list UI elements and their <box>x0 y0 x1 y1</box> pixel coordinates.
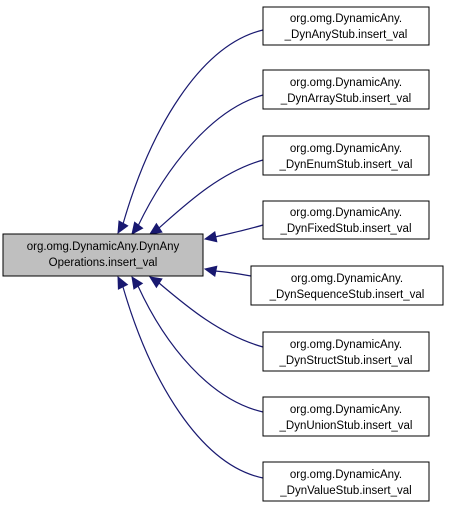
node-box <box>262 135 430 176</box>
edge-line <box>158 159 264 229</box>
node-line1: org.omg.DynamicAny. <box>291 273 403 285</box>
node-line2: _DynEnumStub.insert_val <box>279 159 413 171</box>
edge-dynarraystub <box>131 94 264 235</box>
focus-node-line2: Operations.insert_val <box>49 257 158 269</box>
node-line1: org.omg.DynamicAny. <box>290 77 402 89</box>
edge-line <box>122 29 264 225</box>
edge-dynfixedstub <box>203 224 264 243</box>
edge-line <box>158 282 264 348</box>
node-line1: org.omg.DynamicAny. <box>290 13 402 25</box>
edge-arrowhead <box>203 265 218 277</box>
edges <box>117 29 264 479</box>
node-dynarraystub[interactable]: org.omg.DynamicAny. _DynArrayStub.insert… <box>262 69 430 110</box>
edge-dynunionstub <box>131 275 264 413</box>
edge-dynanystub <box>117 29 264 235</box>
node-line1: org.omg.DynamicAny. <box>290 404 402 416</box>
edge-dynsequencestub <box>203 265 252 277</box>
node-dynvaluestub[interactable]: org.omg.DynamicAny. _DynValueStub.insert… <box>262 461 430 502</box>
edge-dynstructstub <box>148 276 264 348</box>
node-box <box>250 265 444 306</box>
node-box <box>262 6 430 46</box>
edge-arrowhead <box>117 275 129 290</box>
node-dynanystub[interactable]: org.omg.DynamicAny. _DynAnyStub.insert_v… <box>262 6 430 46</box>
node-line2: _DynUnionStub.insert_val <box>279 420 413 432</box>
focus-node[interactable]: org.omg.DynamicAny.DynAny Operations.ins… <box>2 233 204 277</box>
node-box <box>262 69 430 110</box>
node-box <box>262 461 430 502</box>
edge-line <box>214 270 252 277</box>
node-dynsequencestub[interactable]: org.omg.DynamicAny. _DynSequenceStub.ins… <box>250 265 444 306</box>
node-box <box>262 396 430 437</box>
node-line2: _DynStructStub.insert_val <box>279 355 413 367</box>
edge-line <box>214 224 264 238</box>
edge-arrowhead <box>148 222 163 235</box>
node-line1: org.omg.DynamicAny. <box>290 469 402 481</box>
node-line2: _DynFixedStub.insert_val <box>279 223 411 235</box>
edge-line <box>137 285 264 413</box>
node-box <box>262 200 430 240</box>
node-box <box>262 331 430 372</box>
edge-line <box>137 94 264 227</box>
focus-node-box <box>2 233 204 277</box>
node-dynenumstub[interactable]: org.omg.DynamicAny. _DynEnumStub.insert_… <box>262 135 430 176</box>
node-line1: org.omg.DynamicAny. <box>290 207 402 219</box>
node-line2: _DynValueStub.insert_val <box>279 485 411 497</box>
edge-arrowhead <box>117 220 129 235</box>
node-dynfixedstub[interactable]: org.omg.DynamicAny. _DynFixedStub.insert… <box>262 200 430 240</box>
node-dynunionstub[interactable]: org.omg.DynamicAny. _DynUnionStub.insert… <box>262 396 430 437</box>
edge-dynvaluestub <box>117 275 264 479</box>
edge-arrowhead <box>131 275 144 290</box>
node-line1: org.omg.DynamicAny. <box>290 339 402 351</box>
edge-dynenumstub <box>148 159 264 235</box>
edge-arrowhead <box>203 231 218 243</box>
node-line2: _DynSequenceStub.insert_val <box>269 289 425 301</box>
focus-node-line1: org.omg.DynamicAny.DynAny <box>27 241 180 253</box>
node-line1: org.omg.DynamicAny. <box>290 143 402 155</box>
node-line2: _DynAnyStub.insert_val <box>284 29 408 41</box>
edge-arrowhead <box>148 276 163 289</box>
node-dynstructstub[interactable]: org.omg.DynamicAny. _DynStructStub.inser… <box>262 331 430 372</box>
edge-line <box>122 286 264 479</box>
node-line2: _DynArrayStub.insert_val <box>280 93 411 105</box>
edge-arrowhead <box>131 221 144 235</box>
